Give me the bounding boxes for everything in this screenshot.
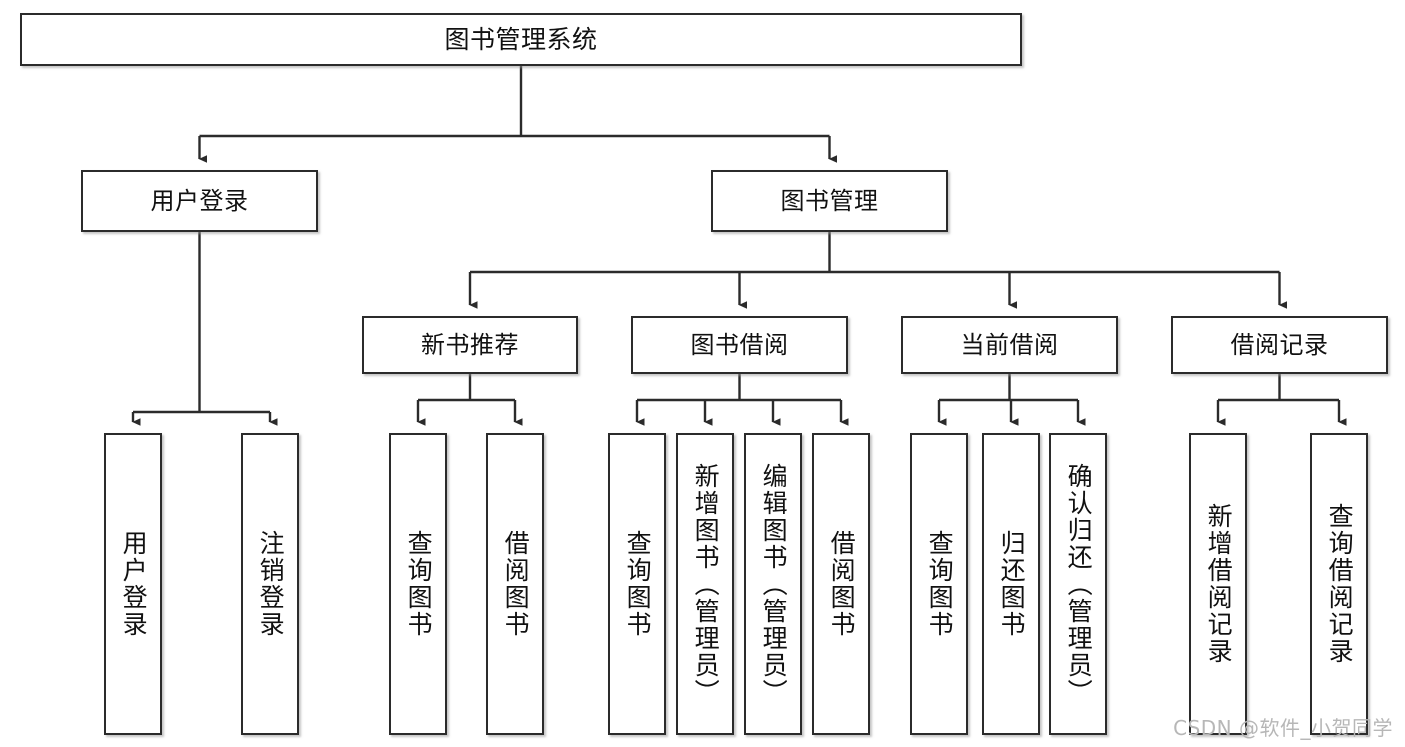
leaf-add-borrow-record-label: 新增借阅记录 — [1204, 503, 1234, 665]
watermark: CSDN @软件_小贺同学 — [1173, 716, 1393, 740]
leaf-query-borrow-record[interactable]: 查询借阅记录 — [1310, 433, 1368, 735]
leaf-borrow-book-2[interactable]: 借阅图书 — [812, 433, 870, 735]
leaf-edit-book[interactable]: 编辑图书（管理员） — [744, 433, 802, 735]
node-user-login[interactable]: 用户登录 — [81, 170, 318, 232]
node-root[interactable]: 图书管理系统 — [20, 13, 1022, 66]
leaf-query-book-1-label: 查询图书 — [404, 530, 434, 638]
leaf-edit-book-label: 编辑图书（管理员） — [759, 462, 789, 706]
leaf-query-book-3[interactable]: 查询图书 — [910, 433, 968, 735]
leaf-query-book-3-label: 查询图书 — [925, 530, 955, 638]
node-book-manage-label: 图书管理 — [780, 186, 879, 215]
leaf-add-book[interactable]: 新增图书（管理员） — [676, 433, 734, 735]
node-borrow-record[interactable]: 借阅记录 — [1171, 316, 1388, 374]
node-new-book-recommend-label: 新书推荐 — [421, 330, 519, 359]
leaf-query-borrow-record-label: 查询借阅记录 — [1325, 503, 1355, 665]
leaf-query-book-2[interactable]: 查询图书 — [608, 433, 666, 735]
node-new-book-recommend[interactable]: 新书推荐 — [362, 316, 578, 374]
node-book-manage[interactable]: 图书管理 — [711, 170, 948, 232]
node-book-borrow[interactable]: 图书借阅 — [631, 316, 848, 374]
leaf-query-book-1[interactable]: 查询图书 — [389, 433, 447, 735]
leaf-confirm-return-label: 确认归还（管理员） — [1064, 462, 1094, 706]
node-borrow-record-label: 借阅记录 — [1230, 330, 1329, 359]
node-current-borrow[interactable]: 当前借阅 — [901, 316, 1118, 374]
leaf-return-book-label: 归还图书 — [997, 530, 1027, 638]
leaf-add-borrow-record[interactable]: 新增借阅记录 — [1189, 433, 1247, 735]
leaf-add-book-label: 新增图书（管理员） — [691, 462, 721, 706]
leaf-borrow-book-2-label: 借阅图书 — [827, 530, 857, 638]
leaf-logout-label: 注销登录 — [256, 530, 286, 638]
leaf-logout[interactable]: 注销登录 — [241, 433, 299, 735]
node-user-login-label: 用户登录 — [150, 186, 249, 215]
leaf-borrow-book-1-label: 借阅图书 — [501, 530, 531, 638]
leaf-query-book-2-label: 查询图书 — [623, 530, 653, 638]
node-current-borrow-label: 当前借阅 — [960, 330, 1059, 359]
leaf-return-book[interactable]: 归还图书 — [982, 433, 1040, 735]
node-book-borrow-label: 图书借阅 — [690, 330, 789, 359]
leaf-confirm-return[interactable]: 确认归还（管理员） — [1049, 433, 1107, 735]
node-root-label: 图书管理系统 — [444, 24, 598, 54]
leaf-borrow-book-1[interactable]: 借阅图书 — [486, 433, 544, 735]
leaf-user-login[interactable]: 用户登录 — [104, 433, 162, 735]
leaf-user-login-label: 用户登录 — [119, 530, 149, 638]
